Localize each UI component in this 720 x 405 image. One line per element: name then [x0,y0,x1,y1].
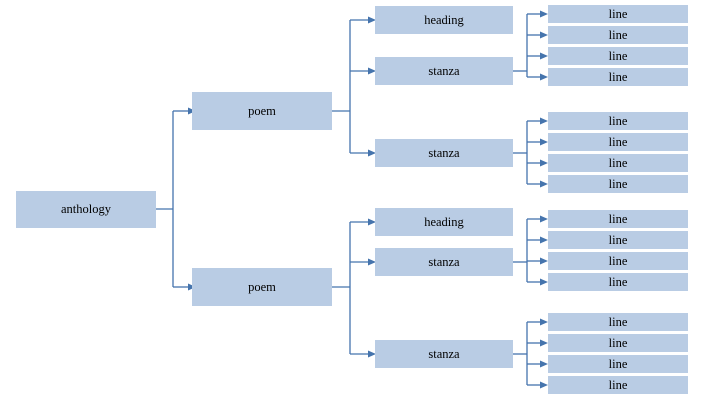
node-stanza-1[interactable]: stanza [375,57,513,85]
arrowhead-lineA1 [540,10,548,18]
node-line[interactable]: line [548,273,688,291]
arrowhead-lineD1 [540,318,548,326]
node-line[interactable]: line [548,252,688,270]
arrowhead-lineB1 [540,117,548,125]
node-line[interactable]: line [548,26,688,44]
node-line[interactable]: line [548,231,688,249]
node-line[interactable]: line [548,334,688,352]
node-stanza-2[interactable]: stanza [375,139,513,167]
arrowhead-lineB3 [540,159,548,167]
node-line[interactable]: line [548,5,688,23]
arrowhead-lineB2 [540,138,548,146]
node-line[interactable]: line [548,175,688,193]
arrowhead-lineD2 [540,339,548,347]
node-line[interactable]: line [548,376,688,394]
node-anthology[interactable]: anthology [16,191,156,228]
node-poem-2[interactable]: poem [192,268,332,306]
node-line[interactable]: line [548,154,688,172]
arrowhead-lineC1 [540,215,548,223]
node-poem-1[interactable]: poem [192,92,332,130]
arrowhead-lineC4 [540,278,548,286]
arrowhead-lineC3 [540,257,548,265]
node-heading-2[interactable]: heading [375,208,513,236]
node-line[interactable]: line [548,68,688,86]
arrowhead-lineD3 [540,360,548,368]
node-line[interactable]: line [548,47,688,65]
arrowhead-lineA4 [540,73,548,81]
node-stanza-4[interactable]: stanza [375,340,513,368]
arrowhead-lineA3 [540,52,548,60]
node-stanza-3[interactable]: stanza [375,248,513,276]
node-line[interactable]: line [548,313,688,331]
arrowhead-lineA2 [540,31,548,39]
node-line[interactable]: line [548,133,688,151]
arrowhead-lineC2 [540,236,548,244]
node-line[interactable]: line [548,112,688,130]
node-line[interactable]: line [548,210,688,228]
arrowhead-lineD4 [540,381,548,389]
arrowhead-lineB4 [540,180,548,188]
node-heading-1[interactable]: heading [375,6,513,34]
node-line[interactable]: line [548,355,688,373]
